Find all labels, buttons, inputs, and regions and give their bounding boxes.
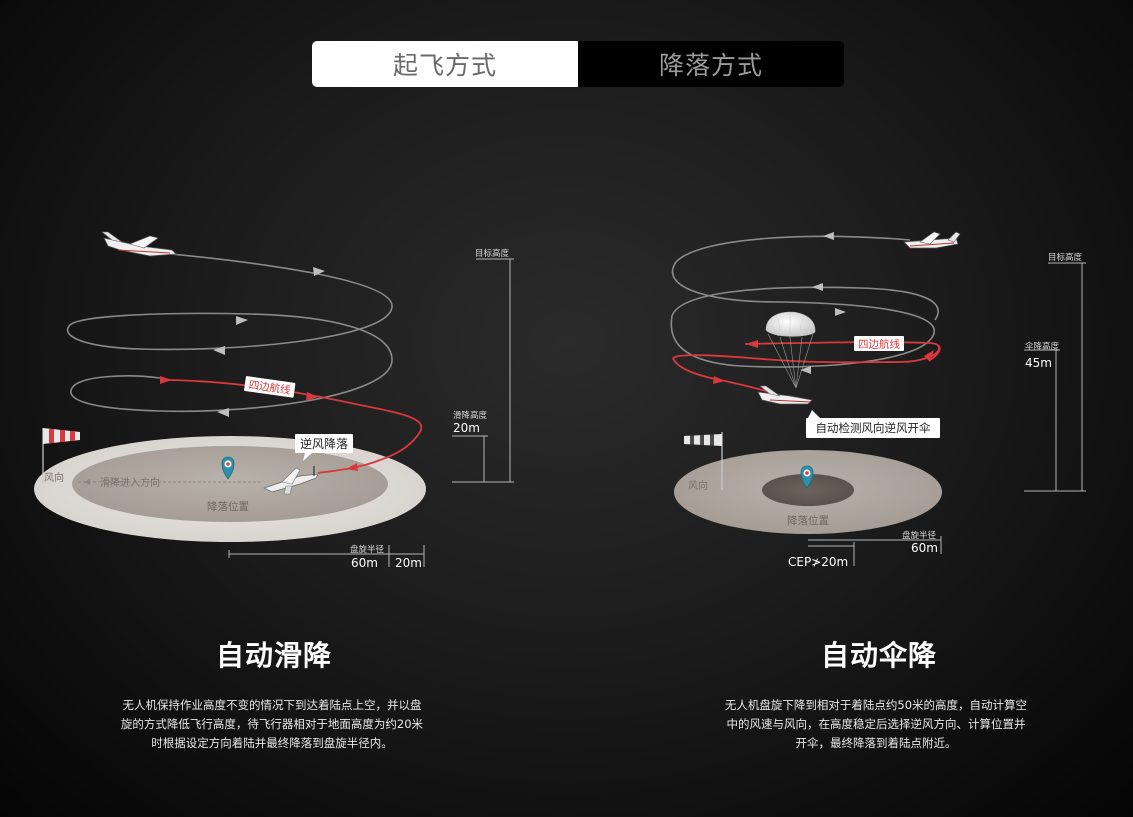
headwind-landing-callout: 逆风降落 [295,434,353,461]
glide-altitude-value: 20m [453,421,480,435]
windsock-icon [684,432,723,490]
glide-altitude-label: 滑降高度 [453,410,488,421]
target-altitude-label: 目标高度 [1048,252,1083,263]
landing-pin-icon [800,465,814,489]
landing-position-label: 降落位置 [207,500,249,513]
orbit-arrow-icon [217,408,229,417]
route-arrow-icon [346,463,358,471]
wind-direction-label: 风向 [688,479,708,492]
chute-altitude-label: 伞降高度 [1025,341,1060,352]
svg-text:逆风降落: 逆风降落 [300,436,348,451]
windsock-icon [42,428,80,484]
orbit-arrow-icon [823,232,834,240]
radius-scale [808,536,942,566]
landing-pin-icon [221,456,235,480]
aircraft-flying-icon [903,231,961,249]
svg-text:四边航线: 四边航线 [248,378,292,397]
parachute-icon [765,311,816,389]
approach-direction-label: 滑降进入方向 [100,476,160,489]
description-line: 旋的方式降低飞行高度，待飞行器相对于地面高度为约20米 [120,717,424,731]
extra-radius-value: 20m [395,556,422,570]
orbit-loops [66,251,393,413]
route-arrow-icon [924,350,934,362]
radius-label: 盘旋半径 [350,544,385,555]
altitude-scale [1024,262,1086,492]
route-arrow-icon [713,376,725,384]
radius-label: 盘旋半径 [902,530,937,541]
parachute-landing-title: 自动伞降 [820,639,937,672]
glide-landing-description: 无人机保持作业高度不变的情况下到达着陆点上空，并以盘 旋的方式降低飞行高度，待飞… [107,696,437,753]
orbit-arrow-icon [213,346,225,355]
description-line: 无人机盘旋下降到相对于着陆点约50米的高度，自动计算空 [724,698,1028,712]
parachute-landing-description: 无人机盘旋下降到相对于着陆点约50米的高度，自动计算空 中的风速与风向，在高度稳… [711,696,1041,753]
tab-takeoff[interactable]: 起飞方式 [312,41,578,87]
route-arrow-icon [746,340,758,348]
landing-zone-core [762,474,854,506]
circuit-route-line [744,341,941,361]
aircraft-flying-icon [101,231,177,257]
route-label-tag: 四边航线 [854,336,904,351]
landing-position-label: 降落位置 [787,514,829,527]
chute-altitude-value: 45m [1025,356,1052,370]
radius-value: 60m [351,556,378,570]
route-arrow-icon [160,376,172,384]
glide-landing-title: 自动滑降 [215,639,332,672]
landing-zone-inner [72,446,388,522]
svg-text:自动检测风向逆风开伞: 自动检测风向逆风开伞 [816,421,931,435]
orbit-arrow-icon [313,267,325,276]
radius-scale [228,545,425,567]
radius-value: 60m [911,541,938,555]
orbit-arrow-icon [800,366,811,374]
aircraft-landing-icon [263,466,319,495]
wind-direction-label: 风向 [44,471,64,484]
approach-arrow-icon [84,479,90,485]
parachute-landing-diagram: 降落位置 风向 四边航线 [670,231,1086,569]
description-line: 中的风速与风向，在高度稳定后选择逆风方向、计算位置并 [726,717,1026,731]
glide-landing-diagram: 四边航线 逆风降落 [34,231,514,570]
route-label-tag: 四边航线 [244,376,296,398]
orbit-arrow-icon [812,283,823,291]
orbit-arrow-icon [835,308,846,316]
svg-text:四边航线: 四边航线 [858,338,900,351]
target-altitude-label: 目标高度 [475,248,510,259]
description-line: 开伞，最终降落到着陆点附近。 [795,736,957,750]
auto-wind-detect-callout: 自动检测风向逆风开伞 [806,410,940,438]
route-arrow-icon [306,392,318,401]
tab-landing[interactable]: 降落方式 [578,41,844,87]
cep-value: CEP≯20m [788,555,848,569]
altitude-scale [452,258,514,483]
orbit-loops [670,235,939,368]
orbit-arrow-icon [236,316,248,325]
description-line: 无人机保持作业高度不变的情况下到达着陆点上空，并以盘 [122,698,422,712]
description-line: 时根据设定方向着陆并最终降落到盘旋半径内。 [151,736,393,750]
mode-tabs: 起飞方式 降落方式 [312,41,844,87]
aircraft-descending-icon [757,385,813,405]
